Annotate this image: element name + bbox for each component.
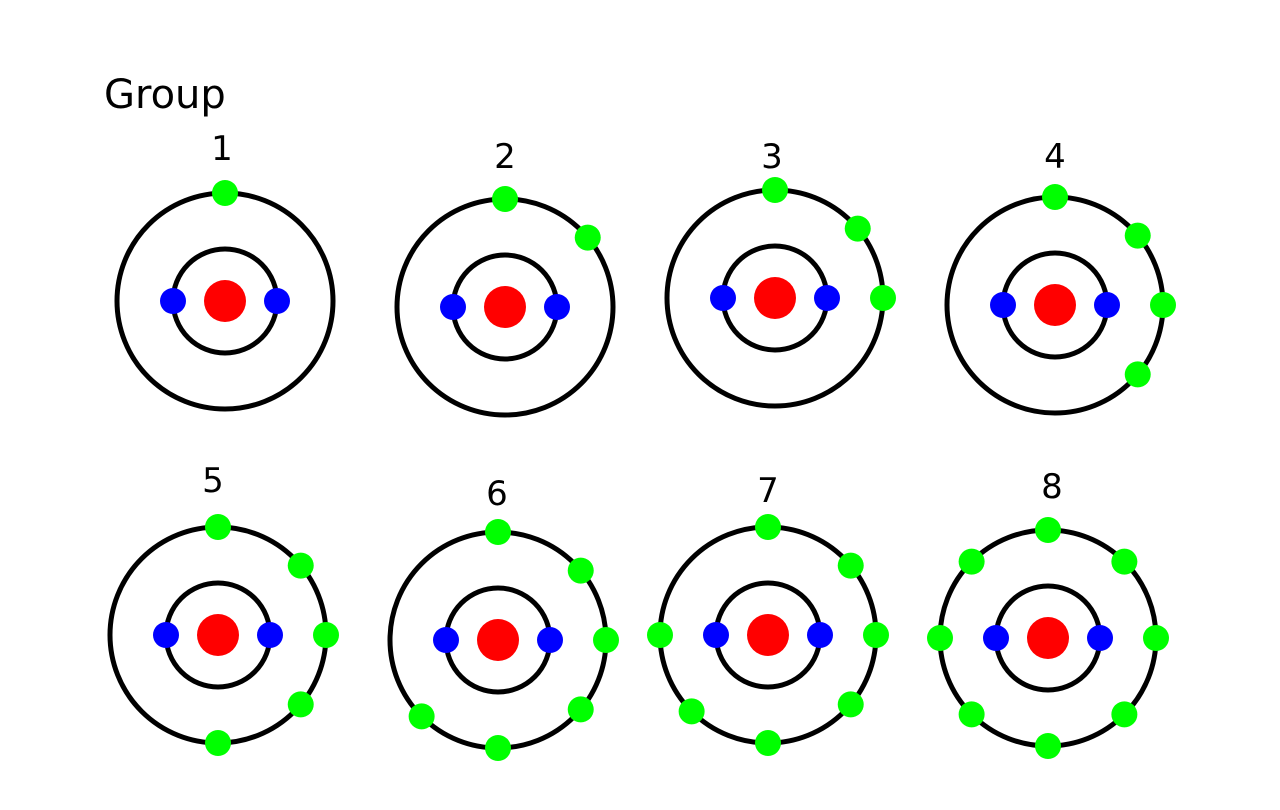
- inner-electron: [153, 622, 179, 648]
- atom-group-5: 5: [107, 461, 339, 756]
- atom-group-3: 3: [664, 137, 896, 409]
- nucleus: [484, 286, 526, 328]
- group-number-label: 7: [757, 471, 779, 511]
- atom-group-7: 7: [647, 471, 889, 756]
- outer-electron: [1124, 361, 1151, 388]
- outer-electron: [408, 703, 435, 730]
- outer-electron: [567, 696, 594, 723]
- atom-group-1: 1: [114, 129, 336, 412]
- outer-electron: [958, 701, 985, 728]
- outer-electron: [1035, 733, 1061, 759]
- inner-electron: [264, 288, 290, 314]
- outer-electron: [837, 552, 864, 579]
- inner-electron: [710, 285, 736, 311]
- group-heading: Group: [104, 72, 226, 118]
- outer-electron: [863, 622, 889, 648]
- nucleus: [747, 614, 789, 656]
- outer-electron: [212, 180, 238, 206]
- outer-electron: [1111, 548, 1138, 575]
- atom-group-4: 4: [944, 137, 1176, 416]
- outer-electron: [755, 730, 781, 756]
- atom-group-8: 8: [927, 467, 1169, 759]
- group-number-label: 1: [211, 129, 233, 169]
- nucleus: [197, 614, 239, 656]
- outer-electron: [485, 519, 511, 545]
- group-number-label: 6: [486, 474, 508, 514]
- outer-electron: [1150, 292, 1176, 318]
- outer-electron: [647, 622, 673, 648]
- inner-electron: [1094, 292, 1120, 318]
- nucleus: [1027, 617, 1069, 659]
- outer-electron: [1124, 222, 1151, 249]
- group-number-label: 4: [1044, 137, 1066, 177]
- inner-electron: [257, 622, 283, 648]
- outer-electron: [1111, 701, 1138, 728]
- outer-electron: [958, 548, 985, 575]
- outer-electron: [205, 730, 231, 756]
- outer-electron: [492, 186, 518, 212]
- outer-electron: [593, 627, 619, 653]
- inner-electron: [160, 288, 186, 314]
- outer-electron: [287, 691, 314, 718]
- outer-electron: [927, 625, 953, 651]
- outer-electron: [755, 514, 781, 540]
- outer-electron: [1143, 625, 1169, 651]
- group-number-label: 5: [202, 461, 224, 501]
- outer-electron: [205, 514, 231, 540]
- outer-electron: [837, 691, 864, 718]
- outer-electron: [844, 215, 871, 242]
- atom-group-6: 6: [387, 474, 619, 761]
- nucleus: [1034, 284, 1076, 326]
- outer-electron: [313, 622, 339, 648]
- nucleus: [477, 619, 519, 661]
- outer-electron: [567, 557, 594, 584]
- inner-electron: [433, 627, 459, 653]
- inner-electron: [990, 292, 1016, 318]
- inner-electron: [440, 294, 466, 320]
- outer-electron: [678, 698, 705, 725]
- outer-electron: [287, 552, 314, 579]
- nucleus: [754, 277, 796, 319]
- nucleus: [204, 280, 246, 322]
- group-number-label: 3: [761, 137, 783, 177]
- outer-electron: [870, 285, 896, 311]
- inner-electron: [703, 622, 729, 648]
- outer-electron: [1035, 517, 1061, 543]
- outer-electron: [485, 735, 511, 761]
- outer-electron: [1042, 184, 1068, 210]
- outer-electron: [574, 224, 601, 251]
- group-number-label: 8: [1041, 467, 1063, 507]
- group-number-label: 2: [494, 137, 516, 177]
- inner-electron: [537, 627, 563, 653]
- atom-group-2: 2: [394, 137, 616, 418]
- inner-electron: [983, 625, 1009, 651]
- inner-electron: [814, 285, 840, 311]
- inner-electron: [544, 294, 570, 320]
- inner-electron: [1087, 625, 1113, 651]
- outer-electron: [762, 177, 788, 203]
- inner-electron: [807, 622, 833, 648]
